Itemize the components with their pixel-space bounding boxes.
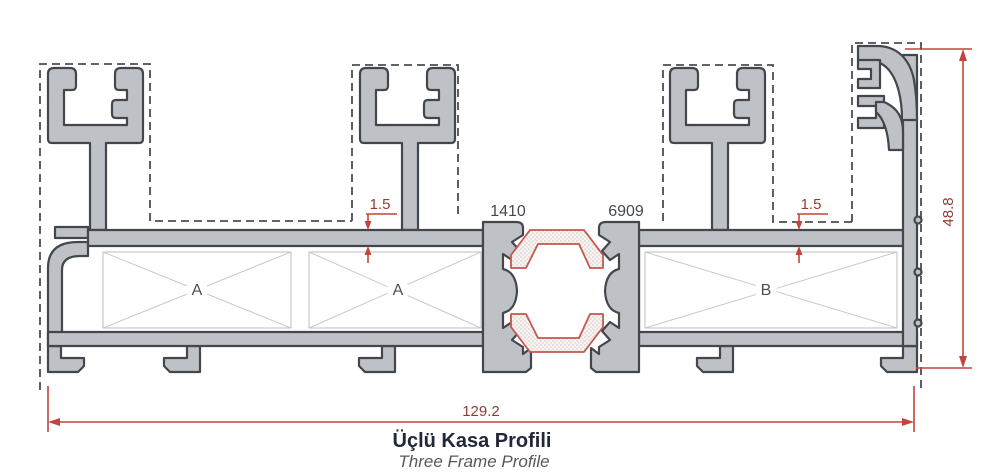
end-profile-wall [901, 53, 919, 348]
dashed-box-left [39, 63, 352, 390]
gasket-top [510, 229, 604, 269]
chambers: A A B [102, 251, 898, 329]
chamber-b: B [644, 251, 898, 329]
gasket-bottom [510, 313, 604, 353]
thermal-break-gaskets [510, 229, 604, 353]
dimension-width: 129.2 [47, 386, 915, 432]
dashed-box-middle [351, 64, 459, 221]
left-end-cap [46, 240, 90, 348]
wall-bump-1 [913, 215, 923, 225]
foot-left-end [46, 344, 86, 374]
drawing-subtitle: Three Frame Profile [398, 452, 549, 471]
bottom-wall-left [46, 330, 499, 348]
foot-1 [162, 344, 202, 374]
dim-wall-right-value: 1.5 [801, 196, 822, 213]
chamber-a1: A [102, 251, 292, 329]
top-wall-right [623, 228, 907, 248]
dimension-height: 48.8 [905, 48, 972, 369]
left-cap-tab [53, 225, 90, 240]
dim-height-value: 48.8 [940, 197, 957, 226]
foot-3 [695, 344, 735, 374]
chamber-a2: A [308, 251, 482, 329]
aluminium-profile [46, 44, 923, 374]
glazing-channel-1 [46, 66, 145, 232]
top-wall-left [86, 228, 499, 248]
end-profile-bridge [874, 100, 905, 152]
end-profile-clip-1 [856, 58, 882, 90]
part-number-1410: 1410 [490, 203, 526, 220]
glazing-channel-3 [668, 66, 767, 232]
dim-width-value: 129.2 [462, 403, 500, 420]
chamber-label-a1: A [192, 282, 203, 299]
dashed-reference-lines [39, 42, 922, 390]
foot-2 [357, 344, 397, 374]
part-number-6909: 6909 [608, 203, 644, 220]
chamber-label-b: B [761, 282, 772, 299]
wall-bump-3 [913, 318, 923, 328]
drawing-title: Üçlü Kasa Profili [393, 429, 552, 452]
dashed-box-end [851, 42, 922, 388]
bottom-wall-right [623, 330, 919, 348]
foot-right-end [879, 344, 919, 374]
dim-wall-left-value: 1.5 [370, 196, 391, 213]
dashed-box-right [662, 64, 852, 223]
connector-6909 [589, 220, 641, 374]
wall-bump-2 [913, 267, 923, 277]
dimension-wall-right: 1.5 [795, 196, 828, 263]
dimension-wall-left: 1.5 [364, 196, 397, 263]
chamber-label-a2: A [393, 282, 404, 299]
